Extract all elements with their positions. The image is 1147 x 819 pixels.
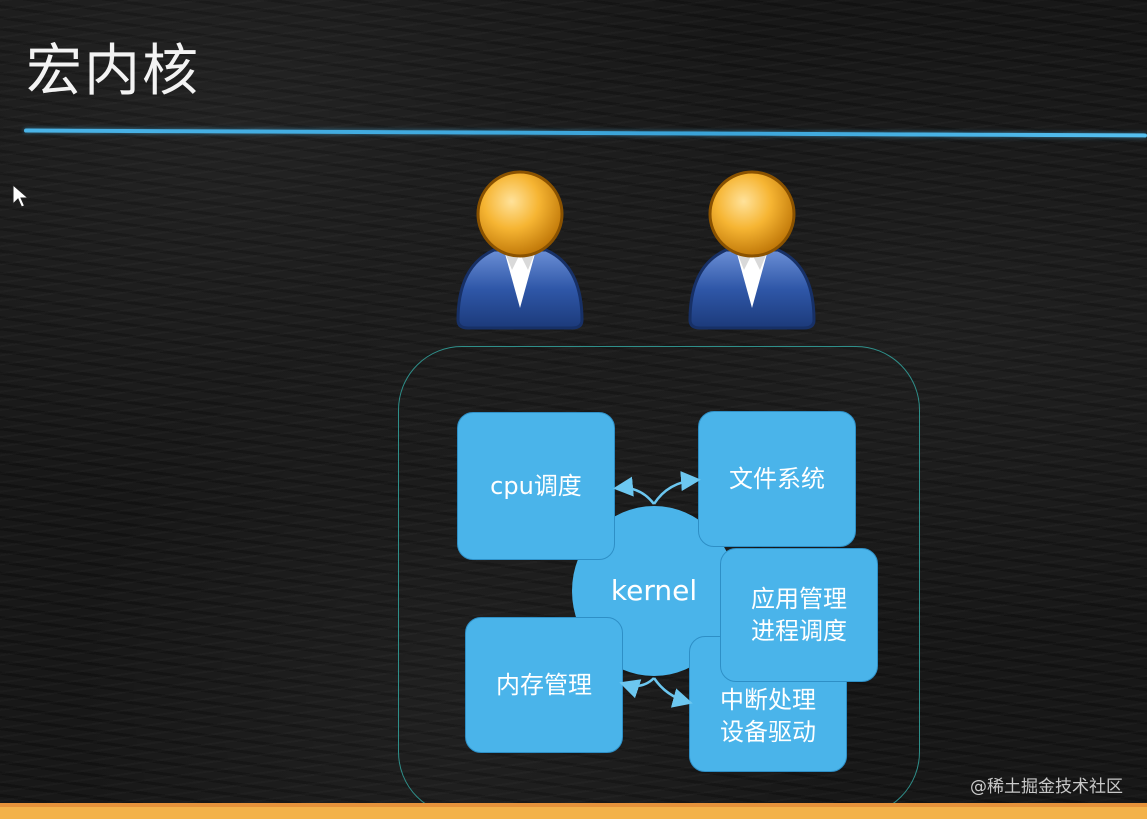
module-label: 内存管理 <box>496 670 592 699</box>
user-icon <box>688 170 816 330</box>
module-app-process: 应用管理 进程调度 <box>720 548 878 682</box>
module-cpu-scheduling: cpu调度 <box>457 412 615 560</box>
arrow-file <box>652 471 701 505</box>
arrow-cpu <box>613 476 655 505</box>
module-label: 中断处理 <box>720 685 816 714</box>
module-label: 进程调度 <box>751 617 847 645</box>
slide-title: 宏内核 <box>26 39 200 104</box>
arrow-interrupt <box>652 677 693 708</box>
module-label: 应用管理 <box>751 584 847 613</box>
arrow-memory <box>619 677 655 699</box>
module-file-system: 文件系统 <box>698 411 856 547</box>
bottom-bar <box>0 803 1147 819</box>
kernel-label: kernel <box>610 574 698 607</box>
module-label: cpu调度 <box>490 471 582 500</box>
module-memory-management: 内存管理 <box>465 617 623 753</box>
user-icon <box>456 170 584 330</box>
watermark: @稀土掘金技术社区 <box>970 777 1123 797</box>
mouse-cursor-icon <box>12 184 30 208</box>
module-label: 文件系统 <box>729 464 825 493</box>
module-label: 设备驱动 <box>720 718 816 746</box>
